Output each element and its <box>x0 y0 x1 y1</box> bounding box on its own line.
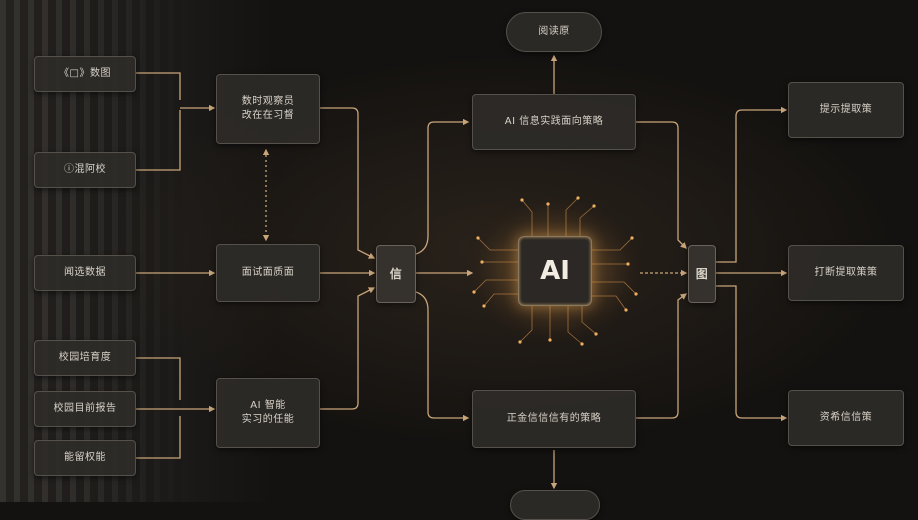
ai-circuit-traces <box>473 197 637 345</box>
connector-top-hubright <box>636 121 687 249</box>
left-input-5: 校园目前报告 <box>34 391 136 427</box>
top-output-pill: 阅读原 <box>506 12 602 52</box>
hub-right: 图 <box>688 245 716 303</box>
left-input-3: 闻选数据 <box>34 255 136 291</box>
left-input-1: 《□》数图 <box>34 56 136 92</box>
connector-hubright-out1 <box>716 106 788 263</box>
left-input-4: 校园培育度 <box>34 340 136 376</box>
right-output-1: 提示提取策 <box>788 82 904 138</box>
mid-node-2: 面试面质面 <box>216 244 320 302</box>
center-bottom-node: 正金信信信有的策略 <box>472 390 636 448</box>
connector-left-1 <box>136 72 181 100</box>
connector-bottom-hubright <box>636 293 688 419</box>
connector-hub-top <box>415 118 470 255</box>
hub-left: 信 <box>376 245 416 303</box>
ai-chip: AI <box>518 236 592 306</box>
connector-layer <box>136 54 788 490</box>
connector-hub-bottom <box>415 291 470 422</box>
connector-hubright-out3 <box>716 285 788 422</box>
ai-circuit-dots <box>472 196 638 346</box>
left-input-6: 能留权能 <box>34 440 136 476</box>
connector-mid3-hub <box>320 287 376 410</box>
connector-mid1-hub <box>320 107 376 259</box>
right-output-2: 打断提取策策 <box>788 245 904 301</box>
connector-left-6 <box>136 416 181 459</box>
mid-node-3: AI 智能 实习的任能 <box>216 378 320 448</box>
bottom-output-pill <box>510 490 600 520</box>
right-output-3: 资希信信策 <box>788 390 904 446</box>
center-top-node: AI 信息实践面向策略 <box>472 94 636 150</box>
mid-node-1: 数时观察员 改在在习督 <box>216 74 320 144</box>
connector-left-2 <box>136 110 181 171</box>
left-input-2: ⓘ混阿校 <box>34 152 136 188</box>
connector-left-4 <box>136 357 181 400</box>
